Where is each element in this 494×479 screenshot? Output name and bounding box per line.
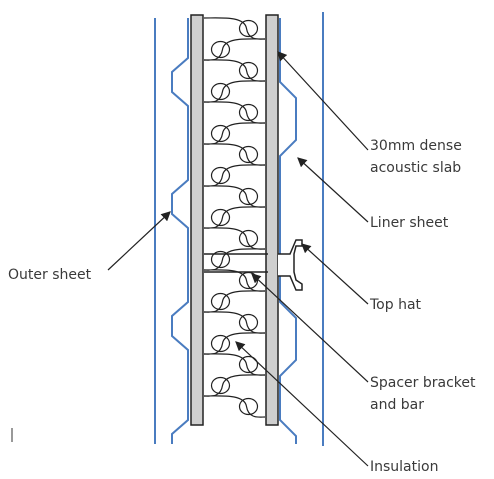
insulation-loop [203, 269, 266, 292]
leader-spacer [251, 273, 369, 383]
insulation-loop [203, 227, 266, 250]
label-outer-sheet: Outer sheet [8, 267, 92, 283]
acoustic-slab [265, 14, 279, 426]
insulation-lobe [210, 250, 231, 269]
insulation-lobe [238, 397, 259, 416]
insulation-quilt [203, 17, 266, 418]
liner-sheet-profile [279, 18, 297, 444]
insulation-lobe [238, 145, 259, 164]
insulation-lobe [210, 334, 231, 353]
insulation-lobe [238, 103, 259, 122]
label-liner-sheet: Liner sheet [370, 215, 449, 231]
insulation-lobe [210, 82, 231, 101]
label-spacer-1: Spacer bracket [370, 375, 476, 391]
insulation-lobe [210, 166, 231, 185]
insulation-loop [203, 17, 266, 40]
label-dense-slab-1: 30mm dense [370, 138, 462, 154]
insulation-loop [203, 311, 266, 334]
insulation-loop [203, 206, 266, 229]
insulation-loop [203, 80, 266, 103]
insulation-loop [203, 164, 266, 187]
leader-insulation [235, 341, 369, 467]
leader-outer-sheet [107, 211, 171, 271]
insulation-lobe [210, 208, 231, 227]
insulation-loop [203, 59, 266, 82]
insulation-loop [203, 290, 266, 313]
leader-top-hat [301, 243, 369, 305]
insulation-lobe [238, 313, 259, 332]
insulation-lobe [238, 355, 259, 374]
insulation-lobe [210, 40, 231, 59]
outer-board [190, 14, 204, 426]
insulation-loop [203, 248, 266, 271]
insulation-loop [203, 143, 266, 166]
label-spacer-2: and bar [370, 397, 424, 413]
insulation-lobe [238, 61, 259, 80]
insulation-loop [203, 38, 266, 61]
label-top-hat: Top hat [369, 297, 422, 313]
insulation-loop [203, 353, 266, 376]
label-insulation: Insulation [370, 459, 438, 475]
insulation-loop [203, 101, 266, 124]
top-hat-section [278, 239, 303, 291]
insulation-lobe [238, 19, 259, 38]
insulation-loop [203, 122, 266, 145]
leader-dense-slab [277, 51, 369, 151]
insulation-lobe [210, 292, 231, 311]
insulation-lobe [210, 376, 231, 395]
insulation-lobe [238, 187, 259, 206]
insulation-loop [203, 185, 266, 208]
outer-sheet-corrugation [171, 18, 189, 444]
leader-liner-sheet [297, 157, 369, 223]
insulation-loop [203, 332, 266, 355]
insulation-loop [203, 374, 266, 397]
insulation-lobe [238, 229, 259, 248]
label-dense-slab-2: acoustic slab [370, 160, 461, 176]
insulation-lobe [210, 124, 231, 143]
insulation-loop [203, 395, 266, 418]
